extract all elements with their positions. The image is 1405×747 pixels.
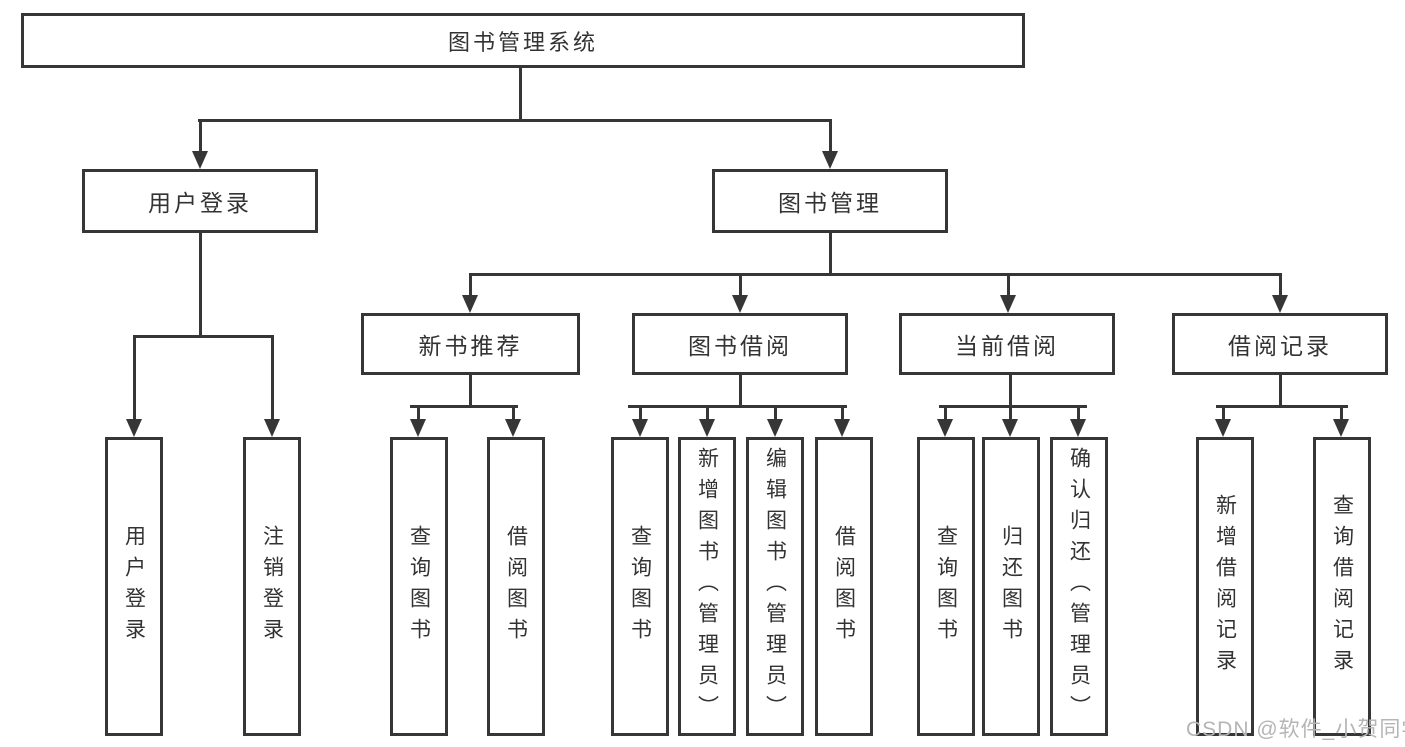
connector-hline	[628, 405, 847, 408]
leaf-borrow-books: 借阅图书	[815, 437, 873, 736]
connector-vline	[512, 405, 515, 421]
arrowhead-down-icon	[822, 151, 838, 169]
leaf-borrow-books-label: 借阅图书	[832, 524, 856, 649]
leaf-user-login-label: 用户登录	[122, 524, 146, 649]
leaf-user-login: 用户登录	[105, 437, 163, 736]
connector-vline	[133, 335, 136, 421]
connector-vline	[1009, 375, 1012, 405]
connector-vline	[639, 405, 642, 421]
arrowhead-down-icon	[1070, 419, 1086, 437]
connector-hline	[1216, 405, 1348, 408]
node-book-mgmt-label: 图书管理	[778, 190, 882, 216]
arrowhead-down-icon	[1333, 419, 1349, 437]
node-root: 图书管理系统	[21, 13, 1025, 68]
node-book-borrow: 图书借阅	[632, 313, 848, 375]
connector-vline	[1222, 405, 1225, 421]
leaf-add-borrow-record-label: 新增借阅记录	[1213, 493, 1237, 680]
leaf-edit-books-admin-label: 编辑图书（管理员）	[763, 447, 787, 726]
leaf-logout-label: 注销登录	[260, 524, 284, 649]
arrowhead-down-icon	[1000, 295, 1016, 313]
connector-hline	[939, 405, 1087, 408]
connector-vline	[199, 233, 202, 335]
connector-vline	[1007, 273, 1010, 297]
node-root-label: 图书管理系统	[447, 29, 598, 55]
leaf-edit-books-admin: 编辑图书（管理员）	[746, 437, 804, 736]
connector-vline	[1340, 405, 1343, 421]
arrowhead-down-icon	[767, 419, 783, 437]
leaf-query-books-current: 查询图书	[917, 437, 975, 736]
connector-vline	[199, 119, 202, 153]
node-new-book-rec-label: 新书推荐	[418, 333, 523, 359]
arrowhead-down-icon	[1215, 419, 1231, 437]
leaf-borrow-books-rec: 借阅图书	[487, 437, 545, 736]
leaf-add-books-admin-label: 新增图书（管理员）	[695, 447, 719, 726]
node-new-book-rec: 新书推荐	[361, 313, 580, 375]
leaf-confirm-return-admin-label: 确认归还（管理员）	[1067, 447, 1091, 726]
node-user-login: 用户登录	[82, 169, 318, 233]
connector-vline	[1279, 375, 1282, 405]
arrowhead-down-icon	[732, 295, 748, 313]
arrowhead-down-icon	[937, 419, 953, 437]
connector-vline	[1077, 405, 1080, 421]
connector-hline	[410, 405, 518, 408]
connector-vline	[519, 68, 522, 119]
connector-vline	[739, 375, 742, 405]
connector-vline	[417, 405, 420, 421]
node-book-mgmt: 图书管理	[712, 169, 948, 233]
leaf-return-books-label: 归还图书	[999, 524, 1023, 649]
connector-vline	[774, 405, 777, 421]
leaf-confirm-return-admin: 确认归还（管理员）	[1050, 437, 1108, 736]
connector-vline	[1279, 273, 1282, 297]
connector-vline	[829, 233, 832, 273]
arrowhead-down-icon	[632, 419, 648, 437]
node-borrow-records-label: 借阅记录	[1228, 333, 1332, 359]
connector-vline	[706, 405, 709, 421]
arrowhead-down-icon	[410, 419, 426, 437]
node-user-login-label: 用户登录	[148, 190, 252, 216]
node-current-borrow-label: 当前借阅	[955, 333, 1059, 359]
connector-hline	[469, 273, 1281, 276]
arrowhead-down-icon	[1272, 295, 1288, 313]
connector-vline	[469, 273, 472, 297]
arrowhead-down-icon	[1002, 419, 1018, 437]
leaf-borrow-books-rec-label: 借阅图书	[504, 524, 528, 649]
leaf-query-books-current-label: 查询图书	[934, 524, 958, 649]
arrowhead-down-icon	[462, 295, 478, 313]
leaf-add-borrow-record: 新增借阅记录	[1196, 437, 1254, 736]
connector-vline	[271, 335, 274, 421]
node-book-borrow-label: 图书借阅	[688, 333, 792, 359]
arrowhead-down-icon	[505, 419, 521, 437]
connector-vline	[841, 405, 844, 421]
leaf-return-books: 归还图书	[982, 437, 1040, 736]
leaf-query-books-borrow: 查询图书	[611, 437, 669, 736]
leaf-logout: 注销登录	[243, 437, 301, 736]
arrowhead-down-icon	[192, 151, 208, 169]
connector-vline	[944, 405, 947, 421]
csdn-watermark: CSDN @软件_小贺同学	[1186, 718, 1405, 741]
connector-hline	[198, 119, 832, 122]
node-current-borrow: 当前借阅	[899, 313, 1115, 375]
leaf-query-borrow-record-label: 查询借阅记录	[1330, 493, 1354, 680]
leaf-add-books-admin: 新增图书（管理员）	[678, 437, 736, 736]
leaf-query-books-rec-label: 查询图书	[407, 524, 431, 649]
connector-vline	[1009, 405, 1012, 421]
leaf-query-books-rec: 查询图书	[390, 437, 448, 736]
leaf-query-books-borrow-label: 查询图书	[628, 524, 652, 649]
connector-vline	[739, 273, 742, 297]
connector-vline	[469, 375, 472, 405]
arrowhead-down-icon	[834, 419, 850, 437]
leaf-query-borrow-record: 查询借阅记录	[1313, 437, 1371, 736]
arrowhead-down-icon	[126, 419, 142, 437]
connector-vline	[829, 119, 832, 153]
arrowhead-down-icon	[264, 419, 280, 437]
arrowhead-down-icon	[699, 419, 715, 437]
connector-hline	[133, 335, 274, 338]
node-borrow-records: 借阅记录	[1172, 313, 1388, 375]
